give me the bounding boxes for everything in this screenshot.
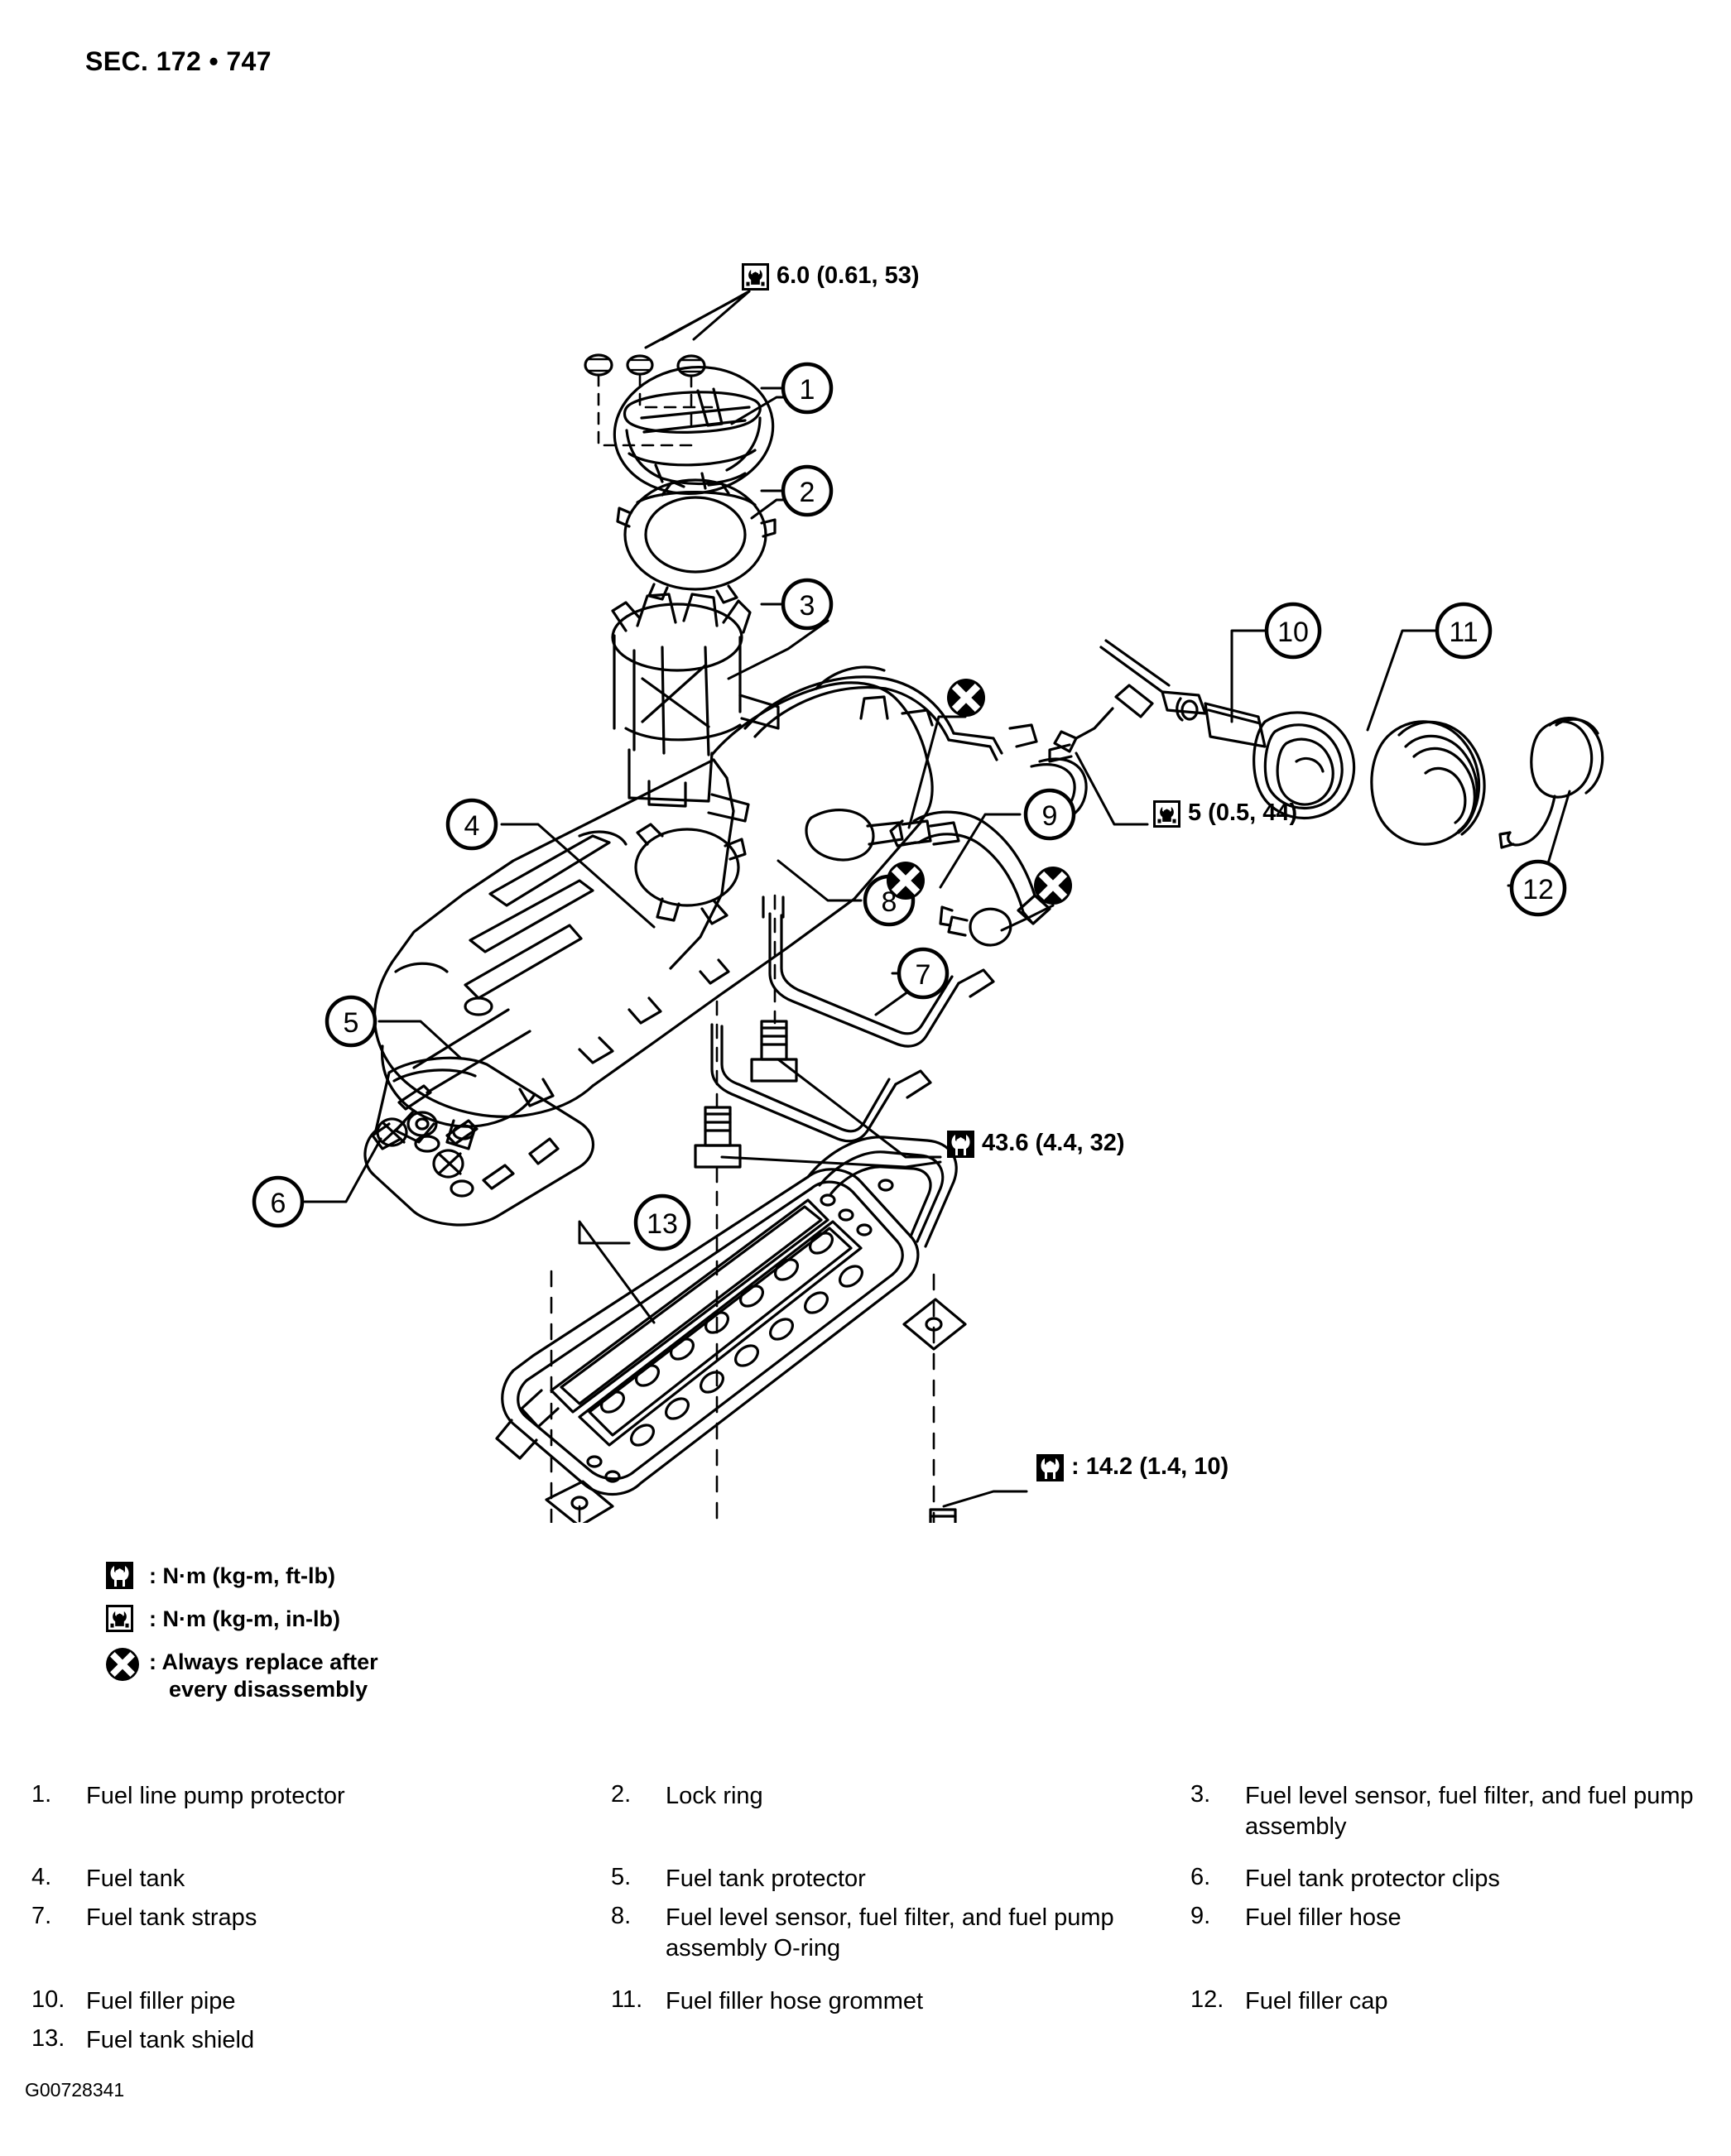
torque-spec-14-2-text: : 14.2 (1.4, 10): [1071, 1453, 1229, 1480]
part-label: Fuel tank: [86, 1865, 185, 1893]
torque-spec-14-2: : 14.2 (1.4, 10): [1036, 1454, 1229, 1481]
parts-row: 1. Fuel line pump protector 2. Lock ring…: [25, 1781, 1731, 1842]
part-item-12: 12. Fuel filler cap: [1184, 1986, 1730, 2017]
callout-number-11: 11: [1449, 617, 1478, 648]
part-label: Fuel tank protector clips: [1245, 1865, 1500, 1893]
part-number: 8.: [611, 1903, 632, 1930]
callout-number-4: 4: [464, 810, 480, 842]
callout-number-12: 12: [1522, 874, 1554, 905]
exploded-view-diagram: 1 2 3 4 5 6 7 8 9 10 11 12 13: [0, 99, 1731, 1523]
part-label: Fuel filler hose grommet: [666, 1987, 924, 2014]
callout-number-9: 9: [1042, 800, 1058, 832]
page-title: SEC. 172 • 747: [85, 46, 272, 76]
part-item-empty: [604, 2025, 1184, 2056]
part-label: Fuel filler cap: [1245, 1987, 1388, 2014]
legend-icon-cell: [106, 1560, 149, 1589]
part-item-4: 4. Fuel tank: [25, 1864, 604, 1894]
diagram-linework: 1 2 3 4 5 6 7 8 9 10 11 12 13: [252, 290, 1604, 1523]
legend-label-replace: : Always replace after every disassembly: [149, 1646, 378, 1703]
wrench-inlb-icon: [742, 263, 769, 291]
part-number: 3.: [1190, 1781, 1211, 1808]
part-label: Fuel filler hose: [1245, 1904, 1402, 1932]
callout-number-3: 3: [800, 590, 815, 622]
part-item-1: 1. Fuel line pump protector: [25, 1781, 604, 1842]
part-item-10: 10. Fuel filler pipe: [25, 1986, 604, 2017]
part-item-5: 5. Fuel tank protector: [604, 1864, 1184, 1894]
callout-number-5: 5: [344, 1007, 359, 1039]
part-label: Fuel tank shield: [86, 2026, 255, 2053]
part-label: Fuel line pump protector: [86, 1783, 345, 1809]
callout-number-6: 6: [271, 1188, 286, 1219]
part-item-9: 9. Fuel filler hose: [1184, 1903, 1730, 1964]
wrench-ftlb-icon: [947, 1131, 974, 1158]
callout-number-1: 1: [800, 374, 815, 406]
part-number: 12.: [1190, 1986, 1224, 2013]
callout-number-7: 7: [916, 959, 931, 991]
parts-row: 4. Fuel tank 5. Fuel tank protector 6. F…: [25, 1864, 1731, 1894]
parts-list: 1. Fuel line pump protector 2. Lock ring…: [25, 1781, 1731, 2064]
legend: : N·m (kg-m, ft-lb) : N·m (kg-m, in-lb) …: [106, 1560, 685, 1717]
part-label: Fuel tank protector: [666, 1865, 866, 1893]
parts-row: 13. Fuel tank shield: [25, 2025, 1731, 2056]
part-number: 4.: [31, 1864, 52, 1891]
wrench-inlb-icon: [106, 1604, 133, 1632]
legend-row-ftlb: : N·m (kg-m, ft-lb): [106, 1560, 685, 1590]
legend-icon-cell: [106, 1603, 149, 1632]
legend-icon-cell: [106, 1646, 149, 1681]
legend-label-inlb: : N·m (kg-m, in-lb): [149, 1606, 340, 1631]
callout-number-13: 13: [647, 1208, 678, 1240]
part-item-11: 11. Fuel filler hose grommet: [604, 1986, 1184, 2017]
part-number: 9.: [1190, 1903, 1211, 1930]
part-item-3: 3. Fuel level sensor, fuel filter, and f…: [1184, 1781, 1730, 1842]
part-item-13: 13. Fuel tank shield: [25, 2025, 604, 2056]
replace-marker-2-icon: [887, 862, 925, 900]
part-item-7: 7. Fuel tank straps: [25, 1903, 604, 1964]
part-label: Fuel filler pipe: [86, 1987, 236, 2014]
part-label: Lock ring: [666, 1783, 763, 1809]
wrench-ftlb-icon: [106, 1562, 133, 1589]
part-number: 5.: [611, 1864, 632, 1891]
legend-row-inlb: : N·m (kg-m, in-lb): [106, 1603, 685, 1633]
torque-spec-43-6: 43.6 (4.4, 32): [947, 1131, 1125, 1158]
part-item-empty: [1184, 2025, 1730, 2056]
torque-spec-5-text: 5 (0.5, 44): [1188, 799, 1298, 826]
parts-row: 7. Fuel tank straps 8. Fuel level sensor…: [25, 1903, 1731, 1964]
legend-row-replace: : Always replace after every disassembly: [106, 1646, 685, 1703]
torque-spec-6-0: 6.0 (0.61, 53): [742, 263, 920, 291]
torque-spec-5: 5 (0.5, 44): [1153, 800, 1297, 828]
figure-id: G00728341: [25, 2079, 125, 2101]
legend-label-replace-line1: : Always replace after: [149, 1649, 378, 1674]
part-number: 10.: [31, 1986, 65, 2013]
replace-marker-1-icon: [947, 679, 985, 717]
callout-number-2: 2: [800, 477, 815, 508]
part-label: Fuel level sensor, fuel filter, and fuel…: [1245, 1783, 1694, 1841]
callout-number-10: 10: [1277, 617, 1309, 648]
part-item-2: 2. Lock ring: [604, 1781, 1184, 1842]
parts-row: 10. Fuel filler pipe 11. Fuel filler hos…: [25, 1986, 1731, 2017]
part-number: 11.: [611, 1986, 643, 2013]
legend-label-ftlb: : N·m (kg-m, ft-lb): [149, 1563, 335, 1588]
legend-label-replace-line2: every disassembly: [169, 1676, 368, 1702]
part-number: 7.: [31, 1903, 52, 1930]
part-item-6: 6. Fuel tank protector clips: [1184, 1864, 1730, 1894]
part-number: 6.: [1190, 1864, 1211, 1891]
replace-x-icon: [106, 1647, 139, 1681]
wrench-ftlb-icon: [1036, 1454, 1064, 1481]
part-label: Fuel level sensor, fuel filter, and fuel…: [666, 1904, 1114, 1962]
part-item-8: 8. Fuel level sensor, fuel filter, and f…: [604, 1903, 1184, 1964]
torque-spec-6-0-text: 6.0 (0.61, 53): [777, 262, 920, 289]
replace-markers-group: [887, 679, 1072, 905]
wrench-inlb-icon: [1153, 800, 1180, 828]
torque-spec-43-6-text: 43.6 (4.4, 32): [982, 1130, 1125, 1156]
part-number: 1.: [31, 1781, 52, 1808]
part-number: 13.: [31, 2024, 65, 2052]
replace-marker-3-icon: [1034, 867, 1072, 905]
part-label: Fuel tank straps: [86, 1904, 257, 1932]
part-number: 2.: [611, 1781, 632, 1808]
